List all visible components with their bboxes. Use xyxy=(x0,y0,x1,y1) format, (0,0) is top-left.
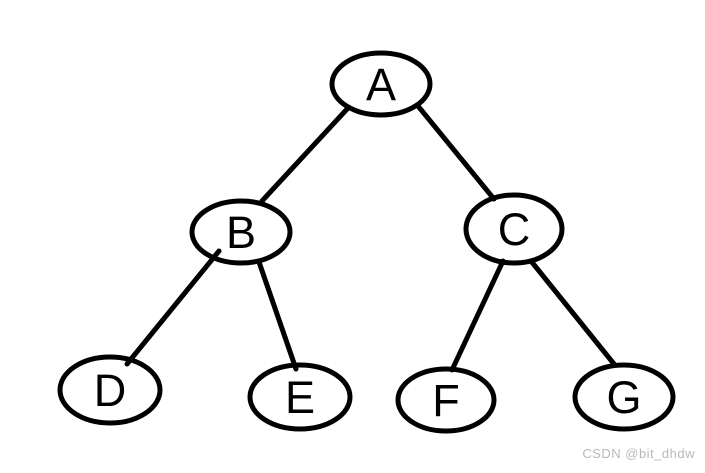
node-ellipse-E xyxy=(247,362,353,432)
node-ellipse-C xyxy=(463,192,565,266)
node-ellipse-F xyxy=(395,366,497,434)
node-ellipse-A xyxy=(329,50,433,118)
edge-B-E xyxy=(256,259,299,372)
node-ellipse-D xyxy=(57,354,163,426)
node-ellipse-B xyxy=(189,198,293,266)
watermark-text: CSDN @bit_dhdw xyxy=(582,446,695,461)
edge-C-F xyxy=(449,258,506,373)
edge-B-D xyxy=(124,248,222,367)
edge-A-C xyxy=(415,103,497,202)
edge-C-G xyxy=(528,258,617,367)
node-label-D: D xyxy=(94,365,127,416)
node-label-F: F xyxy=(432,375,460,426)
node-label-E: E xyxy=(285,372,315,423)
edge-A-B xyxy=(259,105,351,204)
node-label-B: B xyxy=(226,207,256,258)
node-label-A: A xyxy=(366,59,396,110)
node-ellipse-G xyxy=(572,362,676,432)
node-label-C: C xyxy=(498,204,531,255)
node-label-G: G xyxy=(606,372,641,423)
